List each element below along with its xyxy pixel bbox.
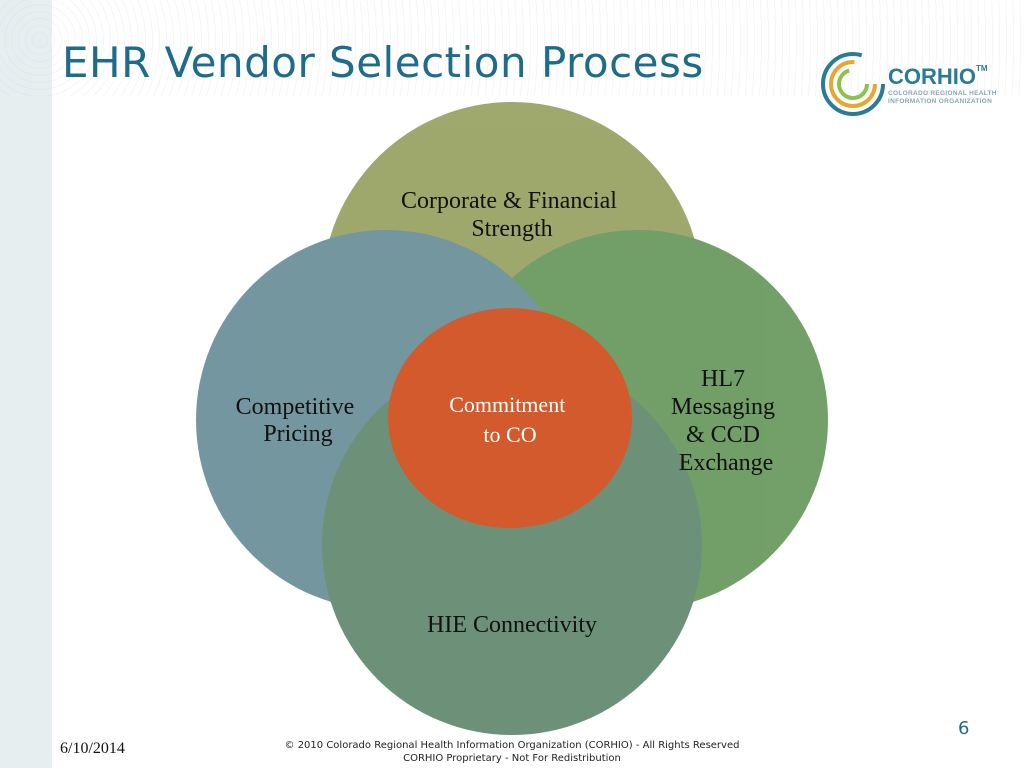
top-label: Corporate & Financial Strength [401, 188, 623, 242]
logo-wordmark: CORHIOTM [888, 64, 988, 89]
right-label: HL7 Messaging & CCD Exchange [671, 366, 781, 476]
left-label: Competitive Pricing [236, 394, 361, 447]
footer-date: 6/10/2014 [60, 740, 125, 757]
page-number: 6 [958, 718, 970, 739]
corhio-logo: CORHIOTM COLORADO REGIONAL HEALTH INFORM… [820, 48, 996, 120]
footer-copyright: © 2010 Colorado Regional Health Informat… [262, 739, 762, 765]
header-pattern [0, 0, 1024, 96]
slide-title: EHR Vendor Selection Process [62, 38, 704, 87]
center-ellipse [388, 308, 632, 528]
footer-line-1: © 2010 Colorado Regional Health Informat… [284, 740, 740, 751]
footer-line-2: CORHIO Proprietary - Not For Redistribut… [403, 753, 621, 764]
corhio-rings-icon [821, 52, 885, 116]
bottom-label: HIE Connectivity [427, 612, 597, 638]
side-strip [0, 0, 52, 768]
center-label: Commitment to CO [449, 392, 571, 447]
logo-subtitle: COLORADO REGIONAL HEALTH INFORMATION ORG… [888, 90, 997, 105]
